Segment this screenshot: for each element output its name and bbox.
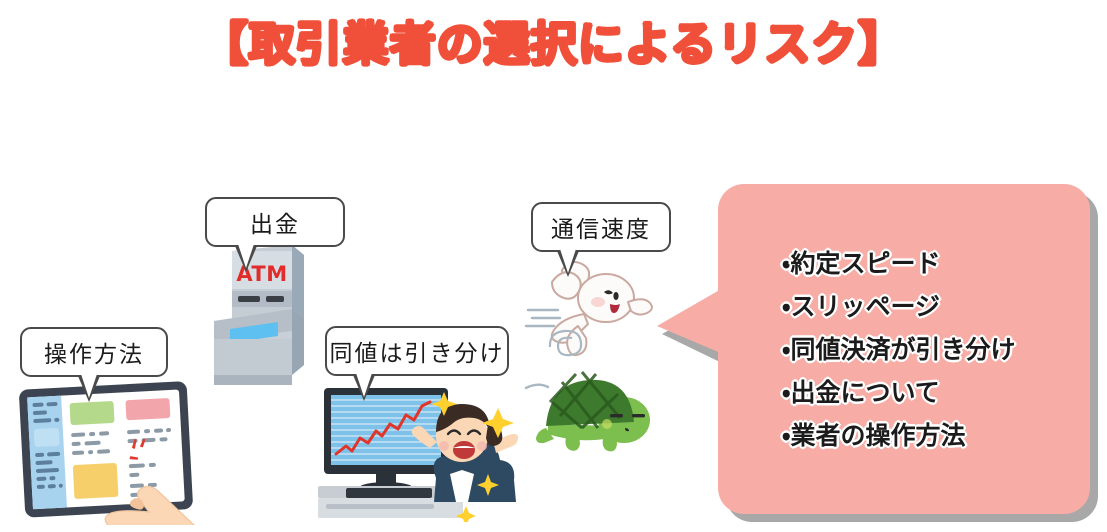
shell-pattern	[548, 371, 622, 430]
callout-box	[718, 184, 1090, 514]
bubble-tail-fill	[356, 373, 372, 397]
bullet-marker: ・	[782, 291, 791, 321]
speech-bubble-connection-speed: 通信速度	[531, 202, 671, 277]
callout-tail	[657, 288, 723, 354]
bullet-label: 業者の操作方法	[790, 420, 966, 450]
callout-bullet-list: ・約定スピード ・スリッページ ・同値決済が引き分け ・出金について ・業者の操…	[718, 184, 1090, 514]
rabbit-face-icon	[604, 290, 620, 313]
pointing-hand-icon	[104, 485, 195, 525]
bubble-tail-fill	[560, 249, 576, 273]
list-item: ・スリッページ	[782, 294, 1090, 319]
bullet-label: 約定スピード	[790, 248, 941, 278]
speech-bubble-label: 同値は引き分け	[329, 341, 505, 367]
sparkle-icon	[431, 392, 514, 522]
pc-chart-illustration	[318, 388, 519, 522]
motion-line-icon	[524, 383, 550, 390]
speech-bubble-label: 通信速度	[551, 217, 651, 243]
list-item: ・同値決済が引き分け	[782, 337, 1090, 362]
atm-illustration: ATM	[214, 245, 304, 385]
speed-lines-icon	[524, 308, 562, 328]
tablet-illustration	[19, 381, 195, 525]
bullet-label: 出金について	[790, 377, 940, 407]
bullet-label: 同値決済が引き分け	[790, 334, 1016, 364]
tap-effect-icon	[129, 438, 146, 460]
turtle-illustration	[524, 371, 650, 452]
bullet-marker: ・	[782, 377, 791, 407]
page-title-text: 【取引業者の選択によるリスク】	[201, 16, 906, 72]
bubble-tail-fill	[81, 374, 97, 398]
bullet-marker: ・	[782, 248, 791, 278]
speech-bubble-operation-method: 操作方法	[20, 327, 168, 402]
bullet-marker: ・	[782, 420, 791, 450]
speech-bubble-withdrawal: 出金	[205, 197, 345, 272]
bullet-marker: ・	[782, 334, 791, 364]
speech-bubble-label: 出金	[250, 212, 300, 238]
list-item: ・約定スピード	[782, 251, 1090, 276]
speech-bubble-same-price-draw: 同値は引き分け	[325, 326, 509, 401]
page-title: 【取引業者の選択によるリスク】	[0, 8, 1107, 74]
list-item: ・出金について	[782, 380, 1090, 405]
bubble-tail-fill	[238, 244, 254, 268]
rabbit-illustration	[524, 261, 653, 357]
speech-bubble-label: 操作方法	[44, 342, 144, 368]
list-item: ・業者の操作方法	[782, 423, 1090, 448]
bullet-label: スリッページ	[790, 291, 941, 321]
